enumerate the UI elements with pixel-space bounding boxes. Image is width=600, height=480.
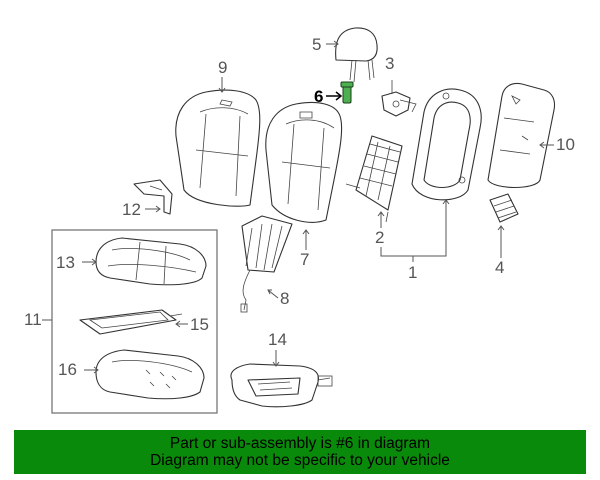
callout-1: 1 [408, 263, 417, 282]
callout-13: 13 [56, 253, 75, 272]
backrest-cover-part [175, 89, 261, 207]
callout-14: 14 [268, 330, 287, 349]
group-box-11 [51, 229, 218, 414]
cushion-frame-part [230, 363, 333, 408]
bracket-part [489, 193, 519, 223]
callout-8: 8 [280, 289, 289, 308]
callout-5: 5 [312, 35, 321, 54]
parts-diagram: 5 6 3 9 7 2 [24, 27, 575, 414]
callout-16: 16 [58, 360, 77, 379]
headrest-guide-part [340, 81, 354, 104]
seat-cushion-foam-part [95, 349, 205, 400]
footer-line-1: Part or sub-assembly is #6 in diagram [169, 435, 431, 452]
callout-9: 9 [218, 58, 227, 77]
callout-4: 4 [495, 258, 504, 277]
callout-6: 6 [314, 87, 323, 106]
back-panel-part [487, 82, 556, 188]
heater-mat-part [240, 215, 293, 313]
callout-2: 2 [375, 228, 384, 247]
callout-15: 15 [190, 315, 209, 334]
callout-3: 3 [385, 54, 394, 73]
seat-frame-part [411, 88, 482, 201]
seat-cushion-cover-part [95, 237, 207, 286]
callout-12: 12 [122, 200, 141, 219]
footer-line-2: Diagram may not be specific to your vehi… [150, 452, 450, 469]
callout-10: 10 [556, 135, 575, 154]
callout-11: 11 [24, 310, 42, 329]
footer-banner: Part or sub-assembly is #6 in diagram Di… [14, 430, 586, 474]
callout-7: 7 [300, 250, 309, 269]
seat-pan-part [79, 309, 183, 335]
lumbar-grid-part [345, 135, 403, 223]
latch-part [381, 80, 417, 117]
headrest-part [335, 27, 378, 83]
backrest-pad-part [265, 101, 343, 223]
side-bracket-part [133, 179, 173, 215]
